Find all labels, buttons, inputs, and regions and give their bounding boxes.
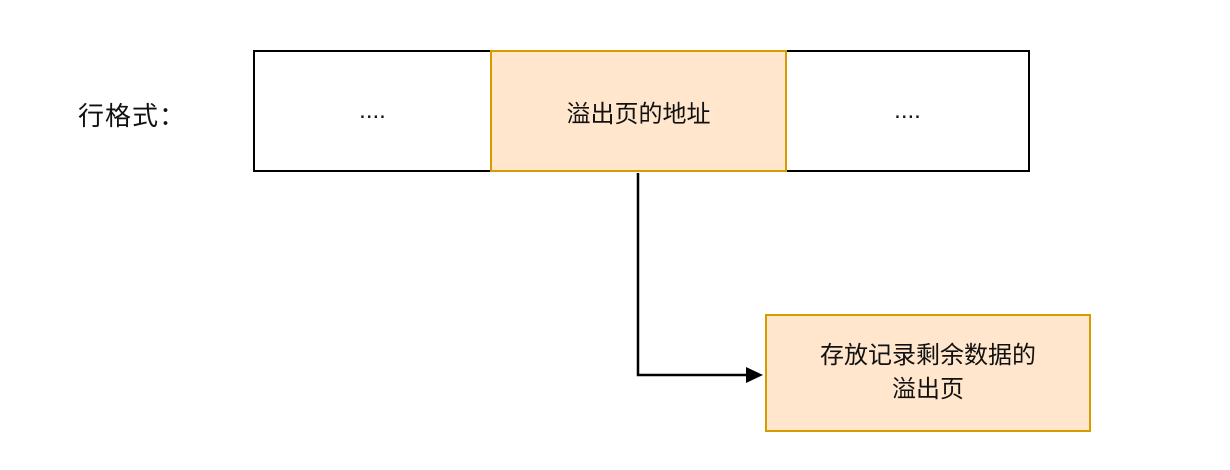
overflow-arrow-line [636, 173, 748, 377]
row-cell-overflow-address-text: 溢出页的地址 [566, 100, 711, 128]
overflow-arrowhead-icon [746, 367, 763, 383]
row-cell-right-text: .... [894, 97, 921, 124]
row-cell-overflow-address: 溢出页的地址 [490, 50, 787, 172]
row-format-boxes: .... 溢出页的地址 .... [253, 50, 1030, 172]
overflow-page-box-line2: 溢出页 [892, 376, 964, 403]
overflow-page-box-line1: 存放记录剩余数据的 [820, 342, 1036, 369]
overflow-page-box: 存放记录剩余数据的 溢出页 [765, 314, 1091, 432]
row-cell-right: .... [785, 50, 1030, 172]
row-cell-left-text: .... [359, 97, 386, 124]
row-format-label: 行格式： [78, 101, 187, 131]
row-cell-left: .... [253, 50, 492, 172]
